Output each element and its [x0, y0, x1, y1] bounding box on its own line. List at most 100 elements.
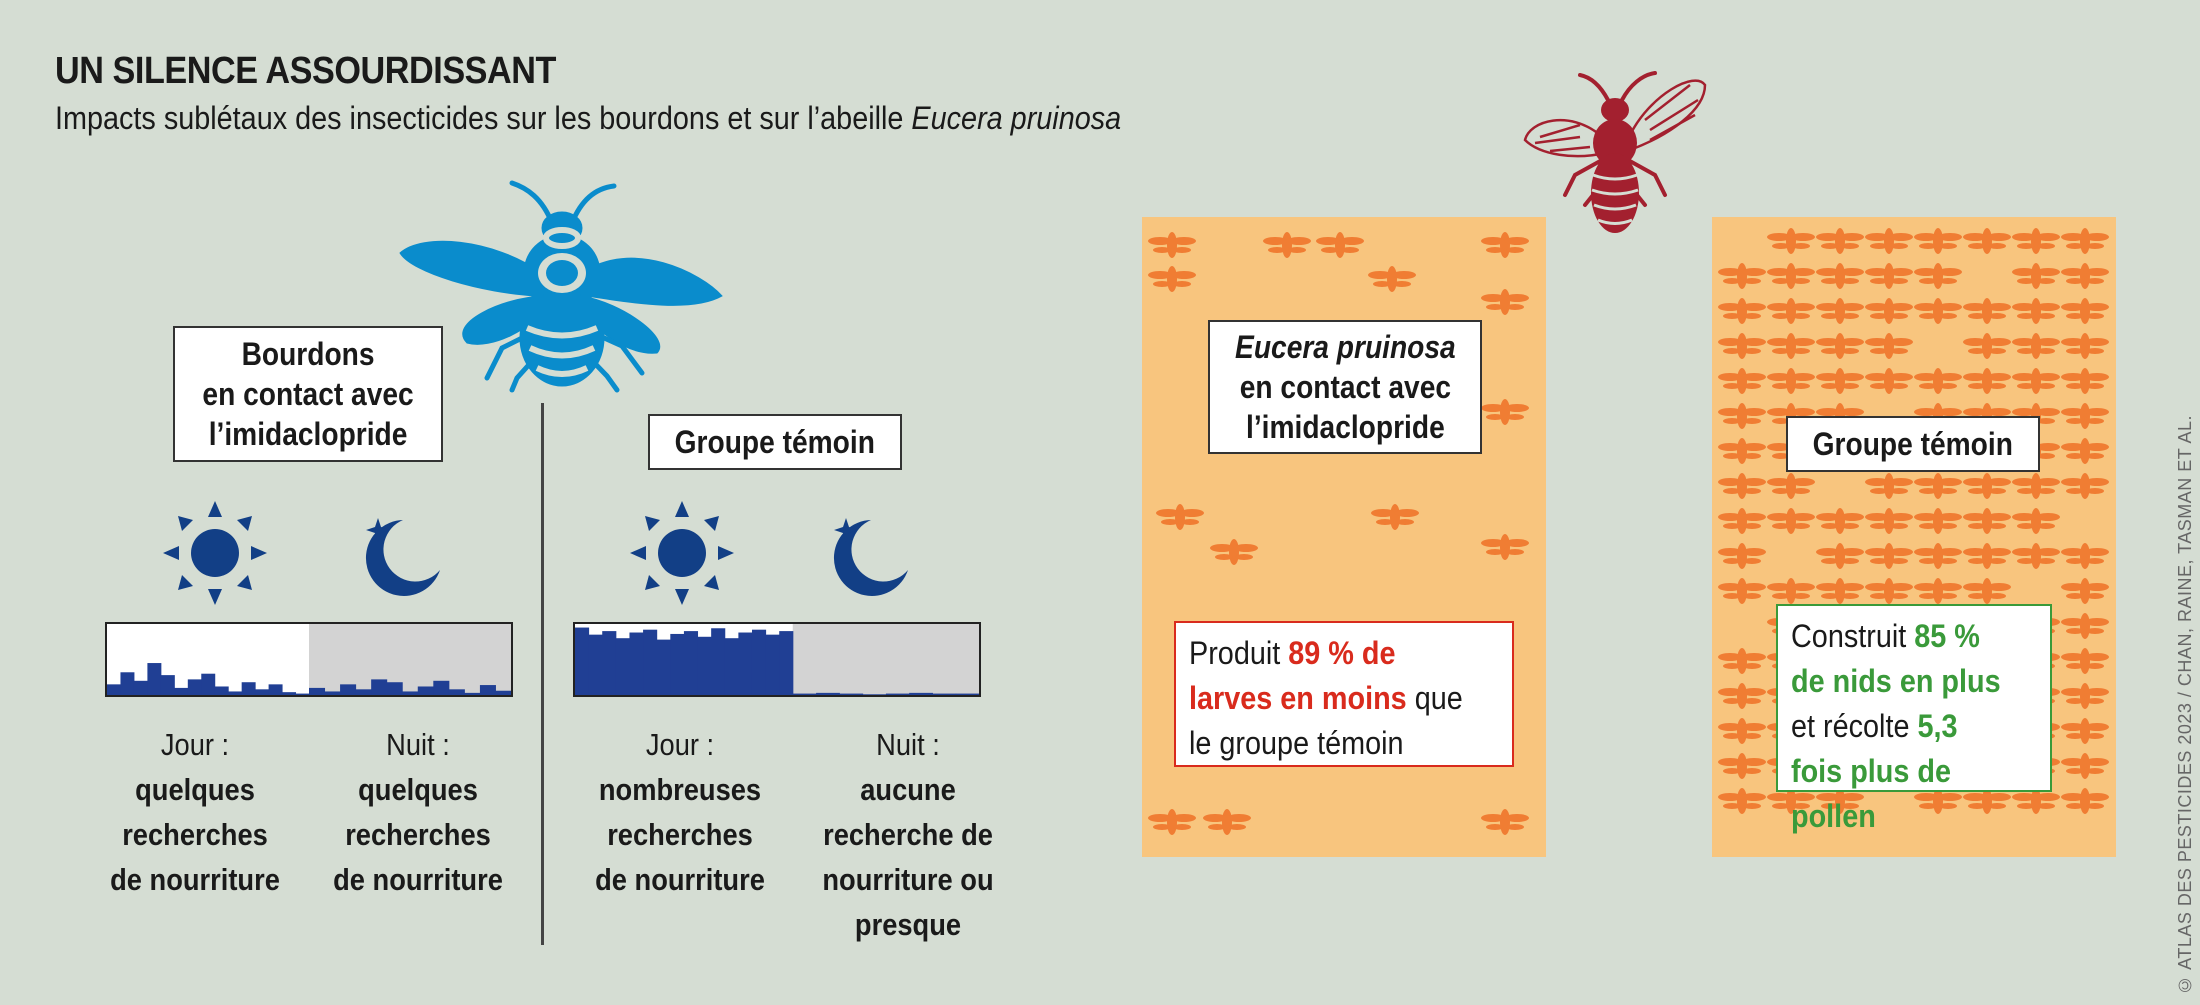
exposed-night-description: Nuit : quelques recherches de nourriture — [333, 727, 503, 897]
small-bee-icon — [1914, 298, 1962, 324]
page-title: UN SILENCE ASSOURDISSANT — [55, 50, 556, 92]
small-bee-icon — [2061, 263, 2109, 289]
bumblebee-exposed-label: Bourdons en contact avec l’imidaclopride — [173, 326, 443, 462]
small-bee-icon — [1371, 504, 1419, 530]
small-bee-icon — [1210, 539, 1258, 565]
activity-bar-night — [417, 686, 434, 695]
small-bee-icon — [1718, 543, 1766, 569]
activity-bar-night — [433, 680, 450, 695]
small-bee-icon — [2061, 648, 2109, 674]
activity-bar-day — [214, 686, 229, 695]
activity-bar-night — [862, 694, 887, 695]
small-bee-icon — [1718, 403, 1766, 429]
small-bee-icon — [1963, 298, 2011, 324]
small-bee-icon — [2061, 403, 2109, 429]
activity-bar-night — [816, 692, 840, 695]
activity-bar-night — [909, 692, 933, 695]
small-bee-icon — [1718, 648, 1766, 674]
small-bee-icon — [1718, 298, 1766, 324]
activity-bar-night — [309, 687, 326, 695]
activity-bar-day — [656, 639, 671, 695]
small-bee-icon — [1865, 508, 1913, 534]
activity-bar-day — [697, 636, 712, 695]
small-bee-icon — [1718, 578, 1766, 604]
small-bee-icon — [2012, 263, 2060, 289]
small-bee-icon — [2061, 438, 2109, 464]
activity-bar-day — [201, 673, 216, 695]
small-bee-icon — [2061, 788, 2109, 814]
activity-bar-day — [724, 638, 739, 695]
activity-bar-night — [955, 693, 979, 695]
group-divider — [541, 403, 544, 945]
small-bee-icon — [1718, 263, 1766, 289]
small-bee-icon — [1963, 788, 2011, 814]
small-bee-icon — [1767, 508, 1815, 534]
small-bee-icon — [1816, 508, 1864, 534]
activity-bar-night — [355, 689, 372, 695]
small-bee-icon — [1718, 333, 1766, 359]
small-bee-icon — [1816, 228, 1864, 254]
activity-bar-night — [448, 689, 465, 695]
activity-bar-day — [133, 680, 148, 695]
small-bee-icon — [1316, 232, 1364, 258]
small-bee-icon — [1816, 298, 1864, 324]
small-bee-icon — [1816, 368, 1864, 394]
small-bee-icon — [1767, 368, 1815, 394]
small-bee-icon — [2061, 718, 2109, 744]
activity-bar-night — [932, 693, 957, 695]
moon-icon — [833, 518, 908, 596]
small-bee-icon — [1767, 473, 1815, 499]
small-bee-icon — [1914, 473, 1962, 499]
small-bee-icon — [1963, 368, 2011, 394]
small-bee-icon — [2061, 473, 2109, 499]
activity-bar-day — [670, 633, 685, 695]
activity-bar-night — [371, 679, 388, 695]
activity-bar-day — [779, 631, 794, 695]
small-bee-icon — [1816, 333, 1864, 359]
activity-bar-day — [120, 672, 135, 695]
activity-bar-day — [629, 632, 644, 695]
control-night-description: Nuit : aucune recherche de nourriture ou… — [822, 727, 994, 942]
small-bee-icon — [1914, 368, 1962, 394]
small-bee-icon — [1767, 263, 1815, 289]
activity-bar-day — [602, 631, 617, 695]
small-bee-icon — [1148, 266, 1196, 292]
sun-icon — [163, 501, 267, 605]
small-bee-icon — [1816, 578, 1864, 604]
activity-bar-day — [765, 634, 780, 695]
activity-bar-day — [107, 684, 121, 695]
small-bee-icon — [2012, 228, 2060, 254]
activity-bar-night — [792, 693, 817, 695]
activity-bar-day — [282, 692, 297, 695]
activity-bar-day — [575, 627, 590, 695]
activity-bar-control — [573, 622, 981, 697]
activity-bar-day — [255, 689, 270, 695]
small-bee-icon — [2061, 613, 2109, 639]
small-bee-icon — [1718, 473, 1766, 499]
credit-text: © ATLAS DES PESTICIDES 2023 / CHAN, RAIN… — [2175, 415, 2195, 995]
small-bee-icon — [1963, 578, 2011, 604]
bee-icon — [1523, 71, 1707, 233]
small-bee-icon — [2061, 543, 2109, 569]
activity-bar-night — [340, 684, 357, 695]
activity-bar-exposed — [105, 622, 513, 697]
small-bee-icon — [1914, 263, 1962, 289]
small-bee-icon — [1767, 788, 1815, 814]
small-bee-icon — [1767, 228, 1815, 254]
activity-bar-night — [386, 682, 403, 695]
activity-bar-night — [839, 693, 864, 695]
small-bee-icon — [1263, 232, 1311, 258]
activity-bar-night — [324, 691, 341, 695]
activity-bar-day — [174, 687, 189, 695]
small-bee-icon — [1481, 232, 1529, 258]
small-bee-icon — [1203, 809, 1251, 835]
activity-bar-day — [588, 634, 603, 695]
small-bee-icon — [2012, 473, 2060, 499]
small-bee-icon — [1481, 289, 1529, 315]
eucera-exposed-result: Produit 89 % de larves en moins que le g… — [1174, 621, 1514, 767]
small-bee-icon — [1718, 508, 1766, 534]
small-bee-icon — [1816, 263, 1864, 289]
small-bee-icon — [1865, 543, 1913, 569]
small-bee-icon — [2061, 333, 2109, 359]
small-bee-icon — [1156, 504, 1204, 530]
